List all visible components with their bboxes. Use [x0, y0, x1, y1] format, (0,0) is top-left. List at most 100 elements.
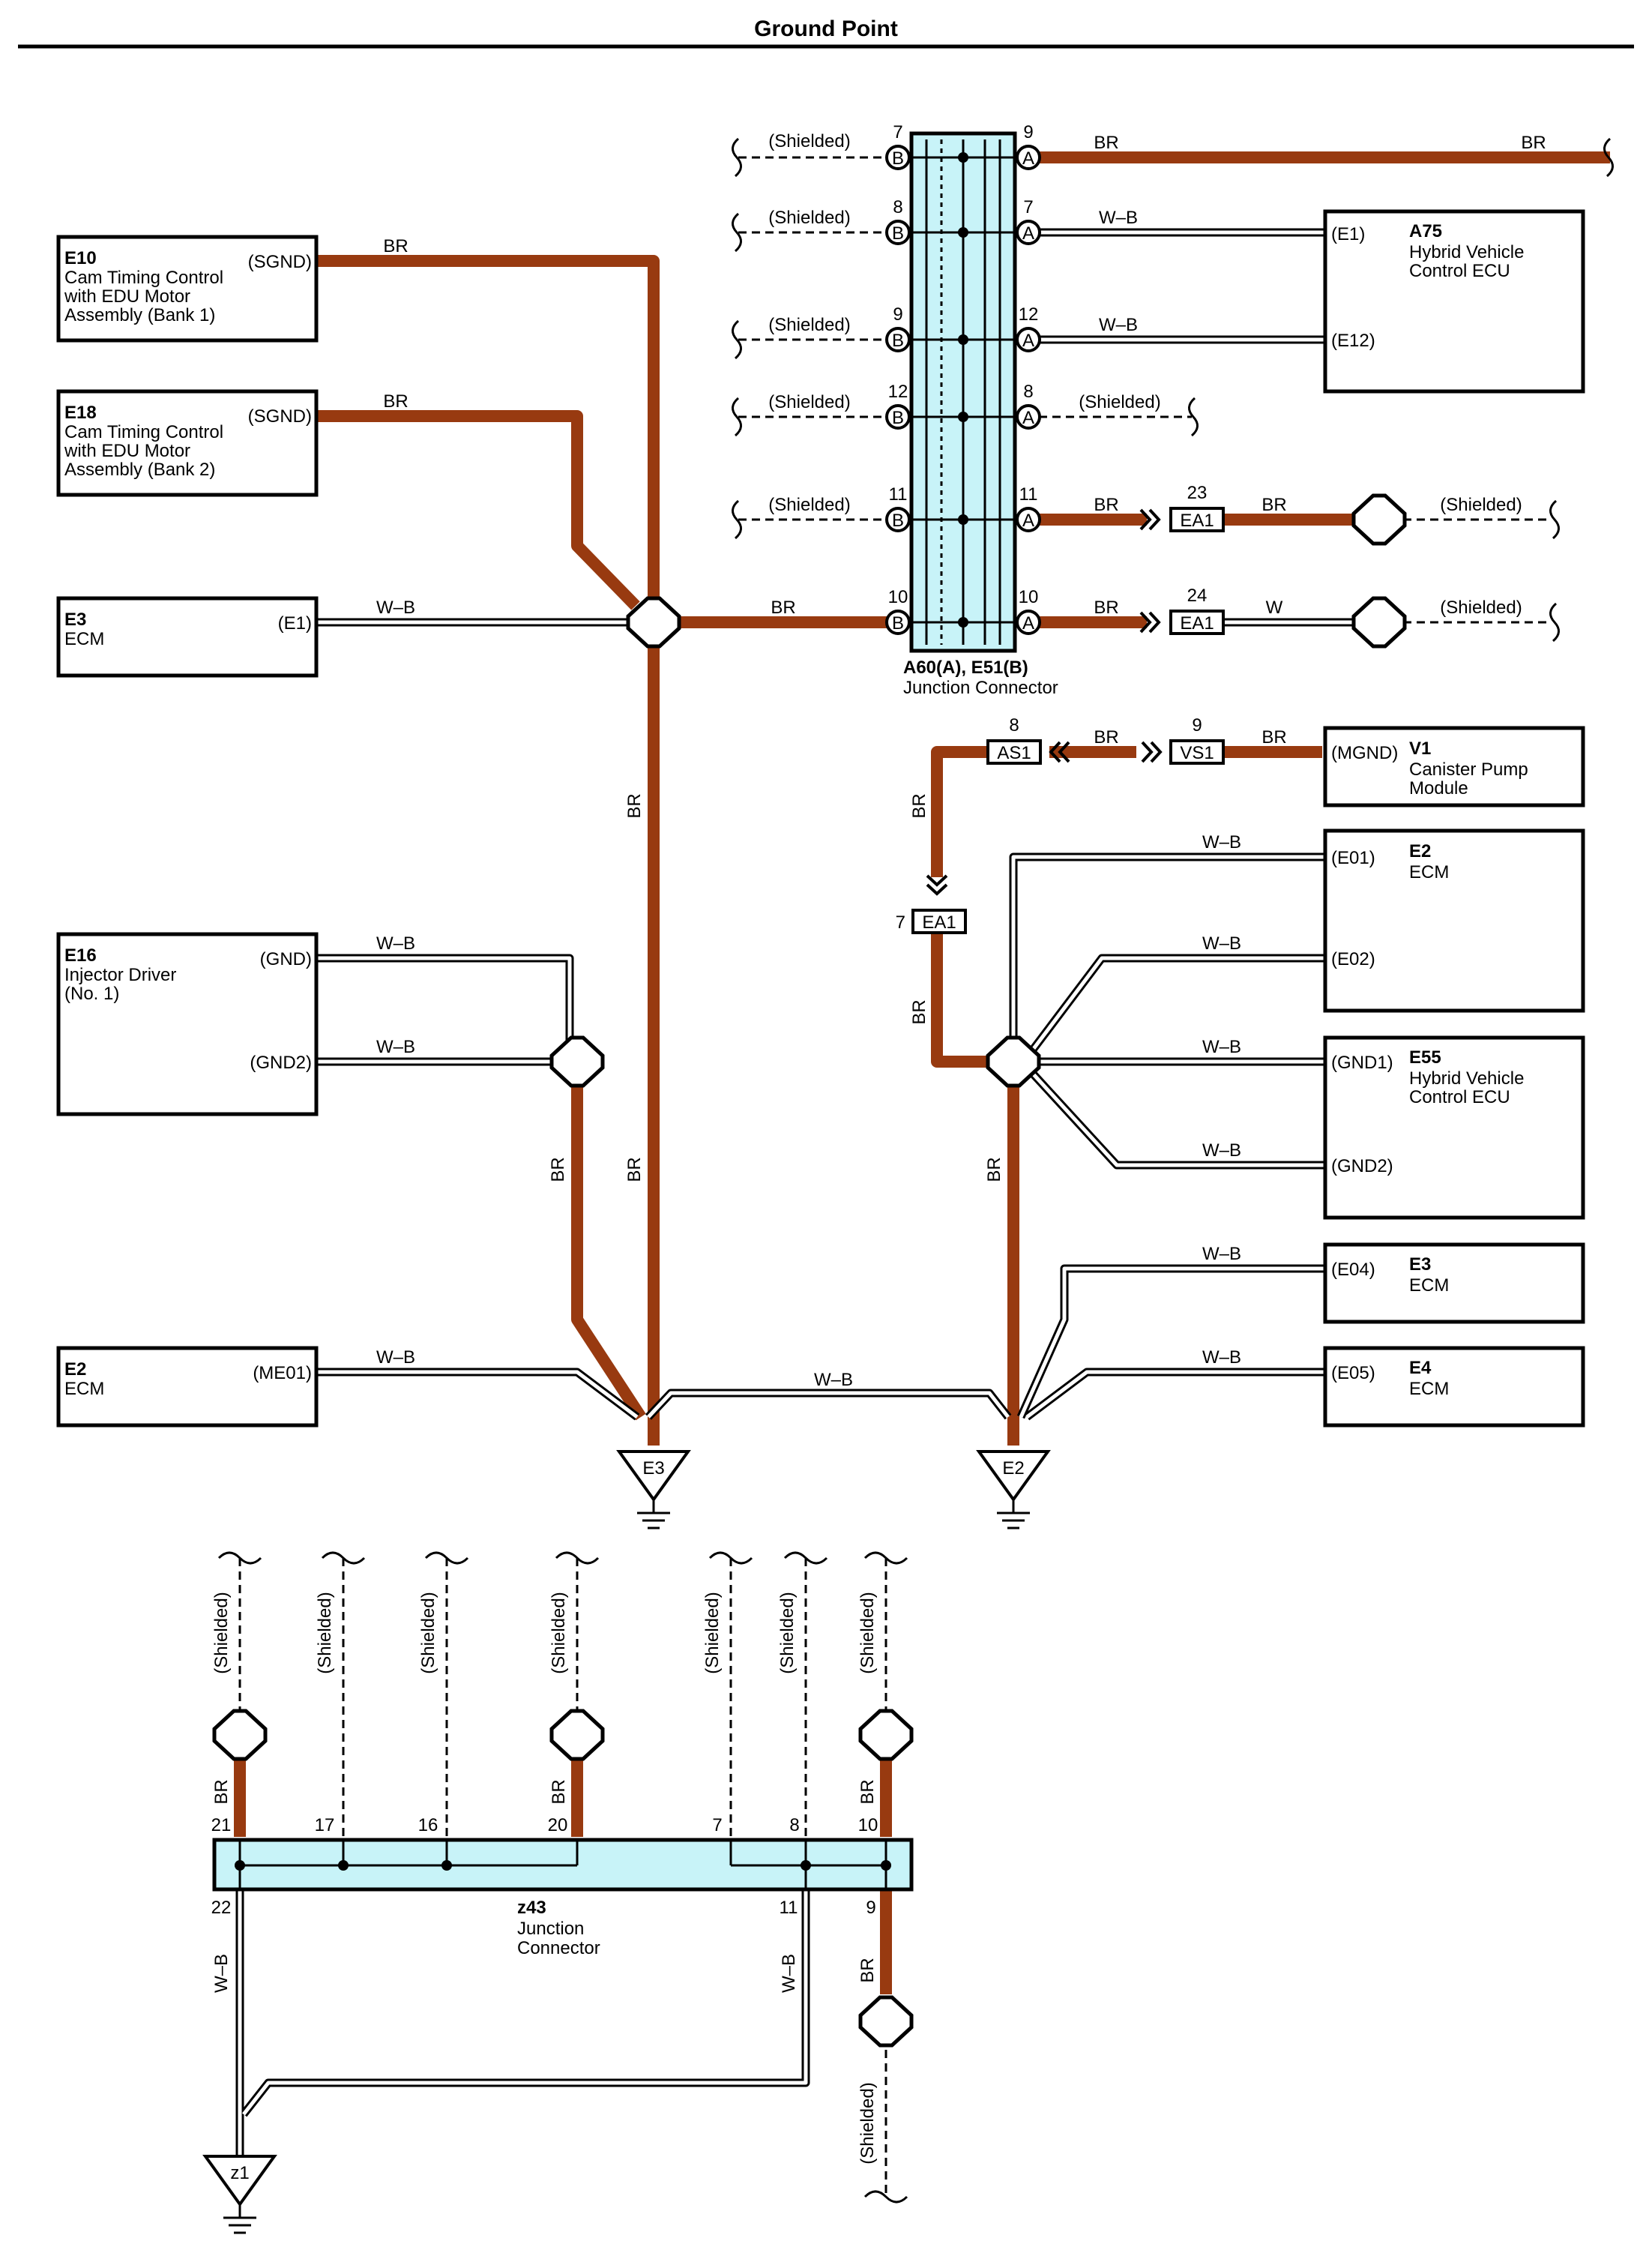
shielded-label: (Shielded) [418, 1592, 438, 1673]
component-a75: (E1) (E12) A75 Hybrid Vehicle Control EC… [1323, 209, 1585, 394]
svg-text:24: 24 [1187, 586, 1208, 606]
wire-label: W–B [1099, 315, 1138, 335]
svg-text:ECM: ECM [1409, 1379, 1449, 1399]
a-marker: A [1022, 223, 1034, 244]
wire-label: BR [548, 1157, 568, 1182]
svg-text:(GND2): (GND2) [250, 1053, 312, 1073]
connector-ea1-23: EA1 23 [1139, 483, 1225, 532]
svg-text:10: 10 [858, 1815, 878, 1835]
svg-text:E2: E2 [1409, 841, 1431, 861]
component-e3-ecm-left: E3 ECM (E1) [56, 596, 319, 678]
svg-text:Cam Timing Control: Cam Timing Control [64, 268, 223, 288]
wire-label: BR [1094, 598, 1118, 618]
connector-vs1: VS1 9 [1141, 715, 1225, 765]
splice-z43-10 [858, 1709, 914, 1761]
shielded-label: (Shielded) [768, 208, 850, 228]
wire-label: W–B [376, 1037, 415, 1057]
wire-label: W–B [1202, 933, 1241, 954]
a-pin-number: 12 [1019, 304, 1039, 325]
wire-label: W–B [1099, 208, 1138, 228]
wire-label: W–B [1202, 832, 1241, 852]
svg-text:17: 17 [315, 1815, 335, 1835]
wire-label: BR [771, 598, 795, 618]
junction-b-pins: B B B B B B [885, 145, 911, 635]
svg-text:(GND1): (GND1) [1331, 1053, 1393, 1073]
b-marker: B [892, 511, 904, 531]
wire-label: W–B [376, 1347, 415, 1368]
component-e4: (E05) E4 ECM [1323, 1346, 1585, 1428]
shielded-label: (Shielded) [768, 495, 850, 515]
wire-label: BR [383, 236, 408, 256]
svg-text:9: 9 [866, 1898, 875, 1918]
component-e2-ecm-left: E2 ECM (ME01) [56, 1346, 319, 1428]
splice-e2-branch [986, 1035, 1041, 1088]
splice-points [212, 493, 1407, 2048]
wire-label: BR [1094, 495, 1118, 515]
svg-text:E18: E18 [64, 403, 97, 423]
svg-text:E16: E16 [64, 945, 97, 966]
wire-label: W [1266, 598, 1283, 618]
wire-label: BR [1094, 133, 1118, 153]
svg-text:E3: E3 [1409, 1254, 1431, 1275]
svg-text:ECM: ECM [64, 629, 104, 649]
wire-label: W–B [1202, 1140, 1241, 1161]
connector-ea1-7: EA1 7 [896, 874, 967, 934]
svg-text:ECM: ECM [1409, 1275, 1449, 1296]
wb-wires [235, 228, 1325, 2156]
a-pin-number: 10 [1019, 587, 1039, 607]
svg-text:V1: V1 [1409, 739, 1431, 759]
a-pin-number: 9 [1023, 122, 1033, 142]
svg-text:(GND2): (GND2) [1331, 1156, 1393, 1176]
svg-text:Cam Timing Control: Cam Timing Control [64, 422, 223, 442]
svg-text:EA1: EA1 [1180, 613, 1214, 634]
b-marker: B [892, 148, 904, 169]
svg-text:Assembly (Bank 1): Assembly (Bank 1) [64, 305, 215, 325]
component-e3-ecm-right: (E04) E3 ECM [1323, 1242, 1585, 1324]
wire-label: BR [857, 1779, 878, 1804]
svg-text:Injector Driver: Injector Driver [64, 965, 176, 985]
wire-label: BR [1261, 495, 1286, 515]
a-marker: A [1022, 511, 1034, 531]
svg-text:Control ECU: Control ECU [1409, 261, 1510, 281]
junction-connector-label: Junction Connector [903, 678, 1058, 698]
svg-text:7: 7 [896, 912, 905, 933]
ground-e3: E3 [616, 1450, 691, 1529]
svg-text:(No. 1): (No. 1) [64, 984, 119, 1004]
z43-label-line1: Junction [517, 1919, 584, 1939]
z43-id: z43 [517, 1898, 546, 1918]
svg-text:Hybrid Vehicle: Hybrid Vehicle [1409, 1068, 1524, 1089]
svg-text:with EDU Motor: with EDU Motor [64, 286, 190, 307]
svg-text:Hybrid Vehicle: Hybrid Vehicle [1409, 242, 1524, 262]
shielded-label: (Shielded) [211, 1592, 232, 1673]
shielded-label: (Shielded) [857, 2082, 878, 2164]
wire-label: BR [909, 793, 929, 818]
a-marker: A [1022, 148, 1034, 169]
b-marker: B [892, 331, 904, 351]
component-e18: E18 Cam Timing Control with EDU Motor As… [56, 389, 319, 497]
wire-cut-ends [217, 137, 1614, 2204]
svg-text:E55: E55 [1409, 1047, 1441, 1068]
svg-text:z1: z1 [230, 2163, 249, 2183]
svg-text:(E04): (E04) [1331, 1260, 1375, 1280]
svg-text:ECM: ECM [1409, 862, 1449, 882]
br-wires-z43 [234, 1754, 892, 1994]
component-e16: E16 Injector Driver (No. 1) (GND) (GND2) [56, 932, 319, 1116]
shielded-label: (Shielded) [1079, 392, 1160, 412]
svg-text:Canister Pump: Canister Pump [1409, 759, 1528, 780]
svg-text:(MGND): (MGND) [1331, 743, 1398, 763]
svg-text:E10: E10 [64, 248, 97, 268]
junction-pin-numbers: 7 8 9 12 11 10 9 7 12 8 11 10 [888, 122, 1039, 607]
a-marker: A [1022, 613, 1034, 634]
a-pin-number: 7 [1023, 197, 1033, 217]
svg-text:22: 22 [211, 1898, 232, 1918]
wire-label: BR [383, 391, 408, 412]
svg-text:(E12): (E12) [1331, 331, 1375, 351]
junction-a-pins: A A A A A A [1016, 145, 1041, 635]
component-v1: (MGND) V1 Canister Pump Module [1323, 726, 1585, 807]
br-wires-right [931, 151, 1610, 1446]
svg-text:8: 8 [789, 1815, 799, 1835]
connector-ea1-24: EA1 24 [1139, 586, 1225, 635]
splice-z43-21 [212, 1709, 268, 1761]
b-marker: B [892, 613, 904, 634]
shielded-label: (Shielded) [857, 1592, 878, 1673]
